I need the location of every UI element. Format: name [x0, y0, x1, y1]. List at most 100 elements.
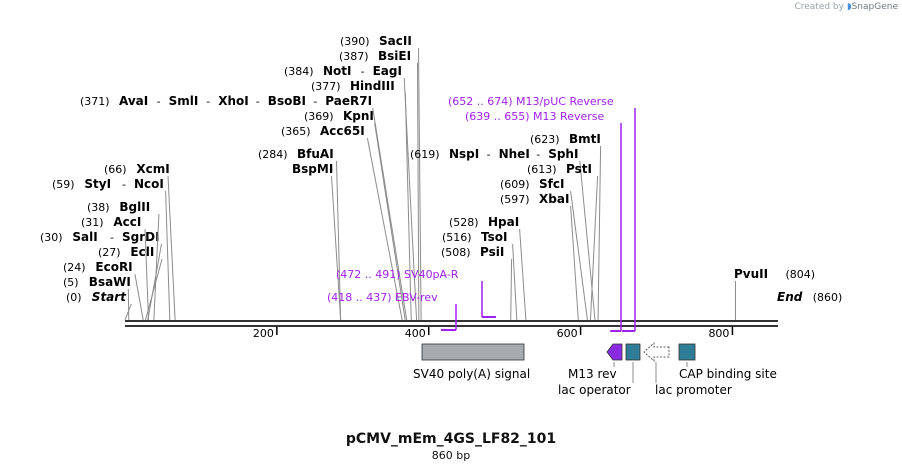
site-label: (284)BfuAI — [258, 147, 334, 161]
site-leader-line — [519, 228, 527, 321]
enzyme-name: SgrDI — [122, 230, 160, 244]
site-separator: - — [122, 178, 126, 191]
primer-label: (639 .. 655) M13 Reverse — [465, 110, 604, 123]
enzyme-name: SacII — [379, 34, 412, 48]
enzyme-name: PvuII — [734, 267, 768, 281]
site-separator: - — [157, 95, 161, 108]
site-label: (365) Acc65I — [281, 124, 365, 138]
site-position: (623) — [530, 133, 560, 146]
ruler-tick-label: 600 — [557, 327, 578, 340]
site-leader-line — [570, 205, 579, 321]
site-label: (390) SacII — [340, 34, 412, 48]
backbone-bottom-strand — [125, 325, 778, 327]
feature-label: lac operator — [558, 383, 631, 397]
enzyme-name: BsoBI — [268, 94, 306, 108]
feature-label: CAP binding site — [679, 367, 777, 381]
ruler-tick-label: 200 — [253, 327, 274, 340]
site-leader-line — [417, 62, 420, 321]
ruler-tick-label: 400 — [405, 327, 426, 340]
enzyme-name: EclI — [130, 245, 154, 259]
site-leader-line — [579, 160, 596, 321]
site-leader-line — [165, 190, 171, 321]
enzyme-name: Start — [92, 290, 127, 304]
enzyme-name: BspMI — [292, 162, 333, 176]
enzyme-name: End — [777, 290, 803, 304]
site-position: (66) — [104, 163, 127, 176]
site-leader-line — [510, 258, 513, 321]
enzyme-name: AvaI — [119, 94, 148, 108]
enzyme-name: HindIII — [350, 79, 395, 93]
site-position: (613) — [527, 163, 557, 176]
enzyme-name: BsaWI — [89, 275, 131, 289]
enzyme-name: Acc65I — [320, 124, 365, 138]
enzyme-name: PsiI — [480, 245, 504, 259]
site-label: (619)NspI-NheI-SphI — [410, 147, 578, 161]
snapgene-logo-icon: ◗ — [846, 2, 852, 12]
site-label: (5) BsaWI — [63, 275, 131, 289]
site-label: (384)NotI-EagI — [284, 64, 402, 78]
site-label: (30) SalI-SgrDI — [40, 230, 160, 244]
site-separator: - — [361, 65, 365, 78]
site-label: (508)PsiI — [441, 245, 504, 259]
site-label: (623)BmtI — [530, 132, 601, 146]
site-position: (369) — [304, 110, 334, 123]
enzyme-name: NcoI — [134, 177, 164, 191]
site-leader-line — [124, 303, 132, 321]
site-position: (609) — [500, 178, 530, 191]
site-label: (613) PstI — [527, 162, 592, 176]
site-position: (804) — [786, 268, 816, 281]
site-position: (30) — [40, 231, 63, 244]
site-position: (390) — [340, 35, 370, 48]
site-label: (24)EcoRI — [63, 260, 133, 274]
site-position: (27) — [98, 246, 121, 259]
primer-label: (652 .. 674) M13/pUC Reverse — [448, 95, 614, 108]
site-leader-line — [366, 137, 403, 321]
site-position: (31) — [81, 216, 104, 229]
enzyme-name: PstI — [566, 162, 592, 176]
primer-label: (418 .. 437) EBV-rev — [327, 291, 438, 304]
site-leader-line — [147, 243, 162, 321]
ruler-tick-label: 800 — [708, 327, 729, 340]
enzyme-name: NotI — [323, 64, 352, 78]
site-position: (0) — [66, 291, 82, 304]
enzyme-name: XhoI — [218, 94, 249, 108]
site-leader-line — [403, 77, 418, 321]
site-leader-line — [570, 190, 588, 321]
enzyme-name: NheI — [499, 147, 530, 161]
site-position: (5) — [63, 276, 79, 289]
site-leader-line — [153, 213, 160, 321]
snapgene-credit: Created by ◗SnapGene — [794, 2, 898, 12]
plasmid-name: pCMV_mEm_4GS_LF82_101 — [345, 431, 557, 447]
site-position: (38) — [87, 201, 110, 214]
site-position: (365) — [281, 125, 311, 138]
site-position: (597) — [500, 193, 530, 206]
site-label: (0) Start — [66, 290, 127, 304]
enzyme-name: SmlI — [169, 94, 199, 108]
site-label: (528)HpaI — [449, 215, 519, 229]
site-label: (377) HindIII — [311, 79, 395, 93]
backbone-top-strand — [125, 320, 778, 322]
site-label: (371)AvaI-SmlI-XhoI-BsoBI-PaeR7I — [80, 94, 372, 108]
site-label: (516)TsoI — [442, 230, 507, 244]
feature-box — [421, 343, 525, 361]
site-label: PvuII (804) — [734, 267, 815, 281]
enzyme-name: BglII — [119, 200, 150, 214]
site-leader-line — [331, 175, 342, 321]
enzyme-name: AccI — [113, 215, 141, 229]
feature-arrow-outline — [643, 342, 670, 362]
plasmid-map: 200 400 600 800 (0) Start (5) BsaWI(24)EcoRI(27… — [40, 34, 842, 397]
plasmid-length: 860 bp — [431, 449, 471, 462]
site-position: (377) — [311, 80, 341, 93]
site-leader-line — [418, 47, 422, 321]
feature-arrow — [606, 343, 623, 361]
site-separator: - — [110, 231, 114, 244]
enzyme-name: SalI — [72, 230, 97, 244]
feature-box — [625, 343, 641, 361]
site-position: (384) — [284, 65, 314, 78]
site-position: (371) — [80, 95, 110, 108]
site-label: (369)KpnI — [304, 109, 374, 123]
site-label: (597)XbaI — [500, 192, 569, 206]
site-position: (516) — [442, 231, 472, 244]
enzyme-name: SphI — [548, 147, 578, 161]
site-label: (387)BsiEI — [339, 49, 411, 63]
